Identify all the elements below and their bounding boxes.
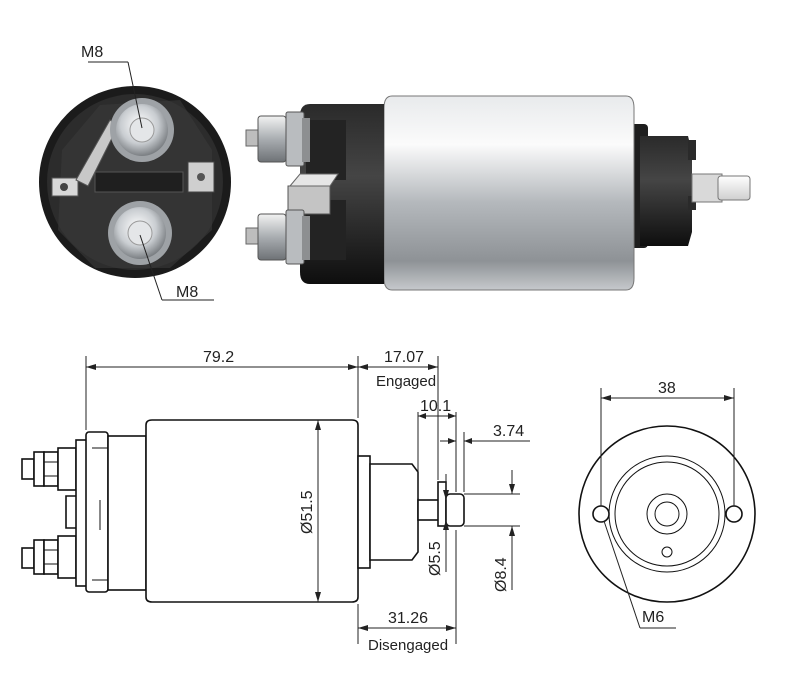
main-cylinder <box>145 419 359 603</box>
end-view-outer <box>578 425 756 603</box>
dim-disengaged-length: 31.26 <box>388 610 428 627</box>
top-nut <box>257 115 287 163</box>
plunger-tip-outline <box>445 493 465 527</box>
photo-side-view <box>245 95 751 291</box>
label-disengaged: Disengaged <box>368 637 448 654</box>
dim-body-diameter: Ø51.5 <box>299 490 316 534</box>
end-view-drawing: 38 M6 <box>578 380 756 629</box>
label-mount-thread: M6 <box>642 609 664 626</box>
photo-end-view: M8 M8 <box>39 44 231 301</box>
mount-hole-right <box>725 505 743 523</box>
dim-overall-length: 79.2 <box>203 349 234 366</box>
strap <box>94 171 184 193</box>
plunger-tip <box>717 175 751 201</box>
thread-label-bottom: M8 <box>176 284 198 301</box>
bottom-nut <box>257 213 287 261</box>
dim-stroke-a: 10.1 <box>420 398 451 415</box>
label-engaged: Engaged <box>376 373 436 390</box>
dim-mount-spacing: 38 <box>658 380 676 397</box>
dim-tip-diameter: Ø8.4 <box>493 557 510 592</box>
rear-cap <box>640 136 692 246</box>
mount-hole-left <box>592 505 610 523</box>
dim-stroke-b: 3.74 <box>493 423 524 440</box>
front-housing <box>85 431 109 593</box>
thread-label-top: M8 <box>81 44 103 61</box>
side-view-drawing: 79.2 17.07 Engaged 10.1 3.74 Ø51.5 Ø5.5 <box>21 349 530 654</box>
rear-flange <box>369 463 419 561</box>
dim-travel: 17.07 <box>384 349 424 366</box>
dim-plunger-diameter: Ø5.5 <box>427 541 444 576</box>
main-body <box>383 95 635 291</box>
